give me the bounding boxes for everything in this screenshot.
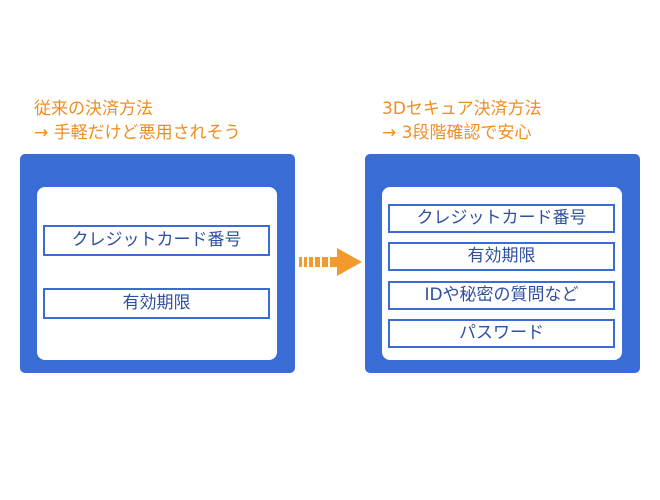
right-arrow-icon [299, 248, 362, 276]
3d-secure-form-card: クレジットカード番号 有効期限 IDや秘密の質問など パスワード [382, 187, 622, 360]
password-field: パスワード [388, 319, 615, 348]
legacy-method-title: 従来の決済方法 [34, 99, 153, 119]
3d-secure-note: → 3段階確認で安心 [382, 123, 532, 143]
expiry-date-field: 有効期限 [388, 242, 615, 271]
legacy-form-card: クレジットカード番号 有効期限 [37, 187, 277, 360]
3d-secure-caption: 3Dセキュア決済方法 → 3段階確認で安心 [382, 97, 542, 145]
legacy-method-caption: 従来の決済方法 → 手軽だけど悪用されそう [34, 97, 241, 145]
3d-secure-title: 3Dセキュア決済方法 [382, 99, 542, 119]
card-number-field: クレジットカード番号 [388, 204, 615, 233]
expiry-date-field: 有効期限 [43, 288, 270, 319]
3d-secure-panel: クレジットカード番号 有効期限 IDや秘密の質問など パスワード [365, 154, 640, 373]
id-secret-question-field: IDや秘密の質問など [388, 281, 615, 310]
legacy-method-note: → 手軽だけど悪用されそう [34, 123, 241, 143]
legacy-method-panel: クレジットカード番号 有効期限 [20, 154, 295, 373]
card-number-field: クレジットカード番号 [43, 225, 270, 256]
